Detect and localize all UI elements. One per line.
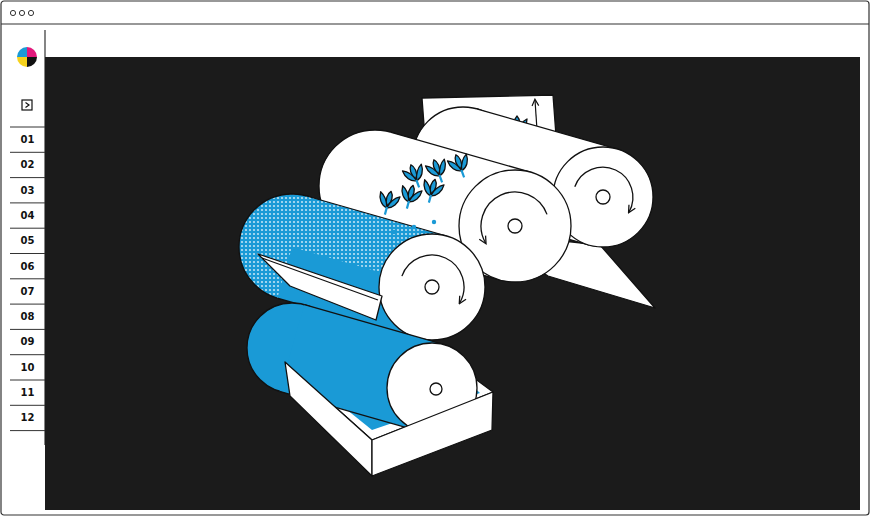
divider (10, 405, 45, 406)
section-number: 12 (10, 410, 45, 426)
divider (10, 430, 45, 431)
section-number: 09 (10, 334, 45, 350)
cylinder-edge (304, 305, 444, 345)
section-number: 04 (10, 208, 45, 224)
window-dot (19, 10, 24, 15)
cylinder-hub (430, 383, 442, 395)
divider (10, 127, 45, 128)
section-number: 11 (10, 385, 45, 401)
window-dot (28, 10, 33, 15)
divider (10, 304, 45, 305)
cylinder-hub (508, 219, 522, 233)
divider (10, 253, 45, 254)
plate-tulip (401, 161, 428, 190)
section-number: 08 (10, 309, 45, 325)
divider (10, 380, 45, 381)
section-number: 01 (10, 132, 45, 148)
sidebar-dividers (10, 127, 45, 431)
cylinder-edge (477, 109, 617, 149)
section-number: 05 (10, 233, 45, 249)
logo-magenta (27, 47, 37, 57)
rotation-arrow (575, 167, 633, 212)
doctor-blade-edge (262, 258, 378, 300)
ink-drop (392, 230, 396, 234)
logo-yellow (17, 57, 27, 67)
printing-press (239, 95, 655, 476)
rotation-arrow (402, 255, 464, 303)
expand-chevron (26, 103, 30, 108)
section-number: 02 (10, 157, 45, 173)
divider (10, 152, 45, 153)
cylinder-edge (307, 196, 447, 236)
ink-pan-front (372, 392, 493, 476)
section-number: 10 (10, 360, 45, 376)
divider (10, 329, 45, 330)
dark-panel (45, 57, 860, 510)
section-number: 07 (10, 284, 45, 300)
divider (10, 177, 45, 178)
cmyk-logo (17, 47, 37, 67)
cylinder-end (379, 234, 485, 340)
logo-black (27, 57, 37, 67)
divider (10, 202, 45, 203)
cylinder-hub (425, 280, 439, 294)
title-bar-line (1, 23, 869, 24)
divider (10, 278, 45, 279)
divider (10, 354, 45, 355)
expand-icon (22, 100, 32, 110)
logo-cyan (17, 47, 27, 57)
ink-pan-side (285, 362, 372, 476)
divider (10, 228, 45, 229)
rotation-arrow (481, 192, 547, 243)
window-dot (10, 10, 15, 15)
ink-drop (432, 220, 436, 224)
section-number: 06 (10, 259, 45, 275)
plate-tulip (446, 151, 473, 180)
cylinder-hub (596, 190, 610, 204)
plate-tulip (375, 189, 401, 217)
section-number: 03 (10, 183, 45, 199)
ink-drop (412, 225, 416, 229)
